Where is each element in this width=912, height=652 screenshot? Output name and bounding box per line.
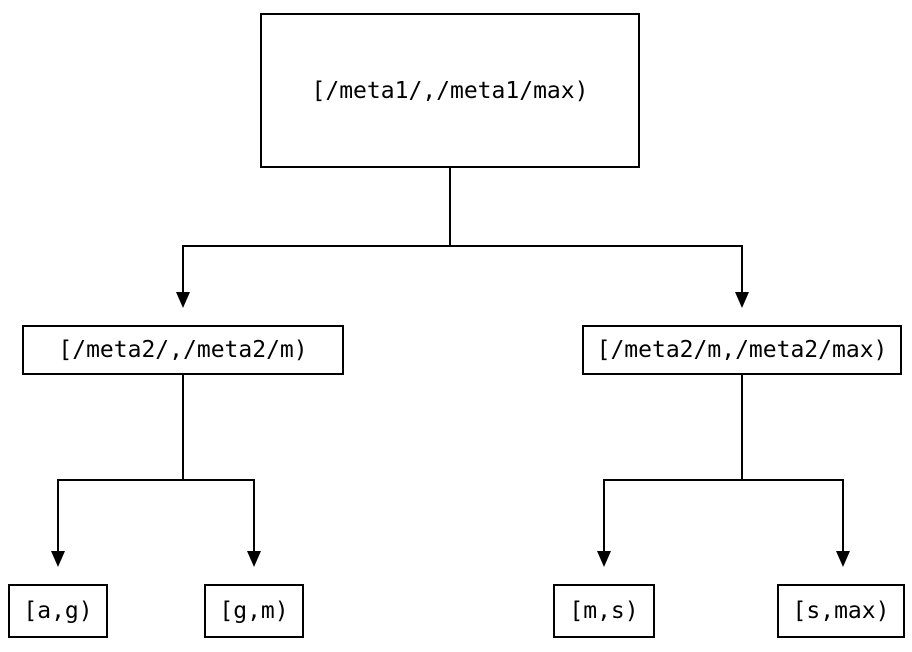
node-right-label: [/meta2/m,/meta2/max) bbox=[596, 337, 888, 363]
node-leaf-gm: [g,m) bbox=[204, 584, 304, 638]
node-root: [/meta1/,/meta1/max) bbox=[260, 13, 640, 168]
node-right-subtree: [/meta2/m,/meta2/max) bbox=[582, 325, 902, 375]
node-leaf-ms-label: [m,s) bbox=[569, 598, 639, 624]
node-leaf-ms: [m,s) bbox=[553, 584, 655, 638]
arrowhead-to-leaf2 bbox=[247, 551, 261, 567]
node-leaf-smax-label: [s,max) bbox=[792, 598, 890, 624]
node-leaf-gm-label: [g,m) bbox=[219, 598, 289, 624]
node-leaf-ag-label: [a,g) bbox=[23, 598, 93, 624]
edge-root-children bbox=[176, 168, 749, 308]
node-left-label: [/meta2/,/meta2/m) bbox=[58, 337, 308, 363]
node-leaf-smax: [s,max) bbox=[777, 584, 905, 638]
edge-left-children bbox=[51, 375, 261, 567]
node-root-label: [/meta1/,/meta1/max) bbox=[311, 77, 589, 104]
edge-right-children bbox=[597, 375, 850, 567]
arrowhead-to-right bbox=[735, 292, 749, 308]
node-leaf-ag: [a,g) bbox=[8, 584, 108, 638]
arrowhead-to-leaf3 bbox=[597, 551, 611, 567]
arrowhead-to-leaf1 bbox=[51, 551, 65, 567]
node-left-subtree: [/meta2/,/meta2/m) bbox=[22, 325, 344, 375]
arrowhead-to-leaf4 bbox=[836, 551, 850, 567]
arrowhead-to-left bbox=[176, 292, 190, 308]
